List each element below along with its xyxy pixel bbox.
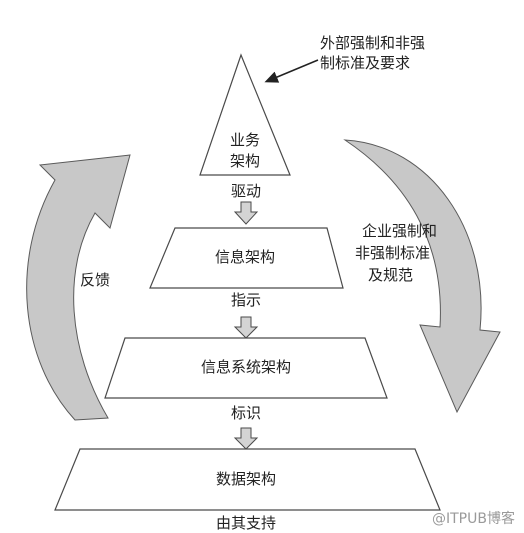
- relation-identifies: 标识: [231, 404, 261, 422]
- information-architecture-label: 信息架构: [215, 248, 275, 266]
- information-system-architecture-trapezoid: [104, 337, 388, 399]
- business-label-line1: 业务: [230, 131, 260, 149]
- external-note-line2: 制标准及要求: [320, 54, 410, 72]
- data-architecture-trapezoid: [54, 448, 441, 511]
- down-arrow-3: [233, 427, 259, 450]
- down-arrow-1: [233, 201, 259, 225]
- enterprise-standards-curved-arrow: [343, 139, 501, 414]
- relation-supported-by: 由其支持: [216, 514, 276, 532]
- enterprise-note-line1: 企业强制和: [362, 222, 437, 240]
- feedback-label: 反馈: [80, 271, 110, 289]
- information-system-architecture-label: 信息系统架构: [201, 358, 291, 376]
- business-label-line2: 架构: [230, 152, 260, 170]
- enterprise-note-line2: 非强制标准: [355, 244, 430, 262]
- business-architecture-triangle: [199, 53, 291, 176]
- relation-indicates: 指示: [231, 291, 261, 309]
- data-architecture-label: 数据架构: [216, 470, 276, 488]
- down-arrow-2: [233, 316, 259, 339]
- external-note-arrow: [264, 59, 319, 83]
- feedback-curved-arrow: [26, 154, 131, 421]
- relation-drives: 驱动: [231, 182, 261, 200]
- watermark: @ITPUB博客: [432, 510, 515, 527]
- external-note-line1: 外部强制和非强: [320, 34, 425, 52]
- information-architecture-trapezoid: [149, 227, 344, 289]
- enterprise-note-line3: 及规范: [368, 266, 413, 284]
